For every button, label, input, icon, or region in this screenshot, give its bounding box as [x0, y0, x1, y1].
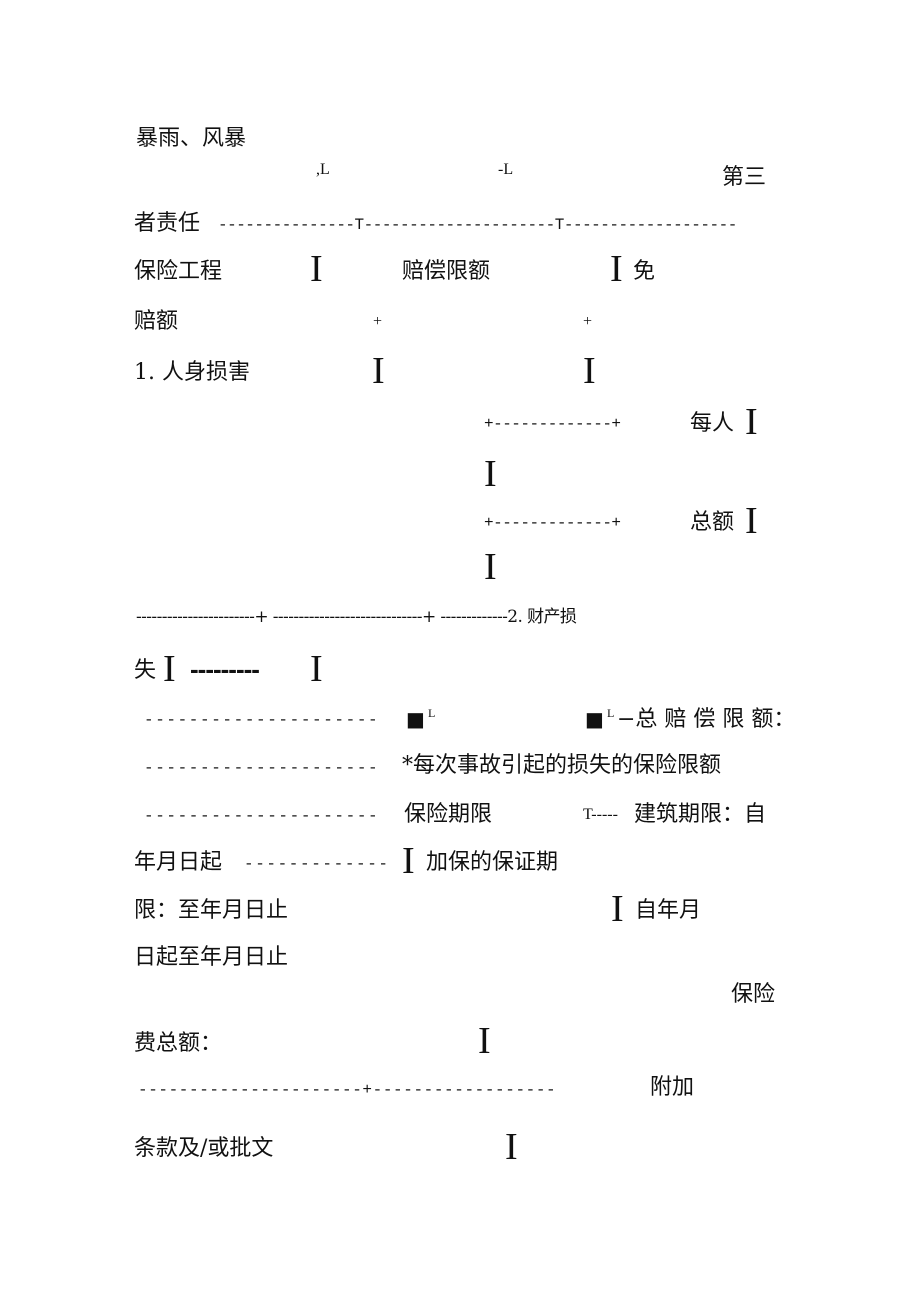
text-from-year-month: 自年月	[635, 898, 702, 923]
square-mark: ■	[406, 707, 425, 731]
text-construction-period: 建筑期限：自	[634, 802, 767, 827]
text-indemnity-limit: 赔偿限额	[402, 259, 491, 284]
table-rule: ---------------------	[144, 759, 380, 777]
text-premium-total: 费总额：	[134, 1031, 223, 1056]
text-insured-project: 保险工程	[134, 259, 223, 284]
table-rule: ---------------------	[144, 711, 380, 729]
table-bar: I	[611, 888, 624, 930]
mark-l: L	[607, 706, 615, 720]
table-bar: I	[163, 648, 176, 690]
text-date-from: 年月日起	[134, 850, 223, 875]
text-exempt: 免	[633, 259, 656, 284]
mark-l: L	[428, 706, 436, 720]
table-rule: T-----	[583, 806, 618, 823]
table-rule: ---------------T---------------------T--…	[218, 216, 737, 234]
text-clauses-endorsements: 条款及/或批文	[134, 1136, 274, 1161]
table-bar: I	[484, 546, 497, 588]
text-property-damage-rule: -----------------------+ ---------------…	[136, 607, 577, 627]
text-period-to: 限：至年月日止	[134, 898, 289, 923]
table-bar: I	[310, 648, 323, 690]
table-rule: +-------------+	[484, 514, 621, 532]
table-plus: +	[373, 313, 383, 330]
table-bar: I	[478, 1020, 491, 1062]
text-loss: 失	[134, 658, 157, 683]
table-bar: I	[745, 401, 758, 443]
square-mark: ■	[585, 707, 604, 731]
table-rule: ----------------------+-----------------…	[138, 1081, 557, 1099]
text-extended-warranty: 加保的保证期	[426, 850, 559, 875]
table-bar: I	[372, 350, 385, 392]
table-bar: I	[745, 500, 758, 542]
table-plus: +	[583, 313, 593, 330]
text-third: 第三	[722, 165, 767, 190]
text-per-person: 每人	[690, 411, 735, 436]
text-storm: 暴雨、风暴	[136, 126, 247, 151]
table-bar: I	[402, 840, 415, 882]
table-bar: I	[484, 453, 497, 495]
text-insurance-period: 保险期限	[404, 802, 493, 827]
text-additional: 附加	[650, 1075, 695, 1100]
table-rule: ---------	[190, 654, 260, 684]
table-bar: I	[583, 350, 596, 392]
text-total-indemnity-limit: −总 赔 偿 限 额：	[617, 707, 796, 732]
table-rule: ---------------------	[144, 807, 380, 825]
text-party-liability: 者责任	[134, 211, 201, 236]
text-per-accident-limit: *每次事故引起的损失的保险限额	[402, 753, 722, 778]
text-deductible: 赔额	[134, 309, 179, 334]
table-bar: I	[310, 248, 323, 290]
mark-comma-l: ,L	[316, 161, 330, 178]
text-date-range: 日起至年月日止	[134, 945, 289, 970]
text-total: 总额	[690, 510, 735, 535]
table-bar: I	[610, 248, 623, 290]
text-insurance: 保险	[731, 982, 776, 1007]
mark-dash-l: -L	[498, 161, 514, 178]
text-bodily-injury: 1. 人身损害	[134, 360, 250, 385]
table-bar: I	[505, 1126, 518, 1168]
table-rule: -------------	[244, 855, 390, 873]
table-rule: +-------------+	[484, 415, 621, 433]
